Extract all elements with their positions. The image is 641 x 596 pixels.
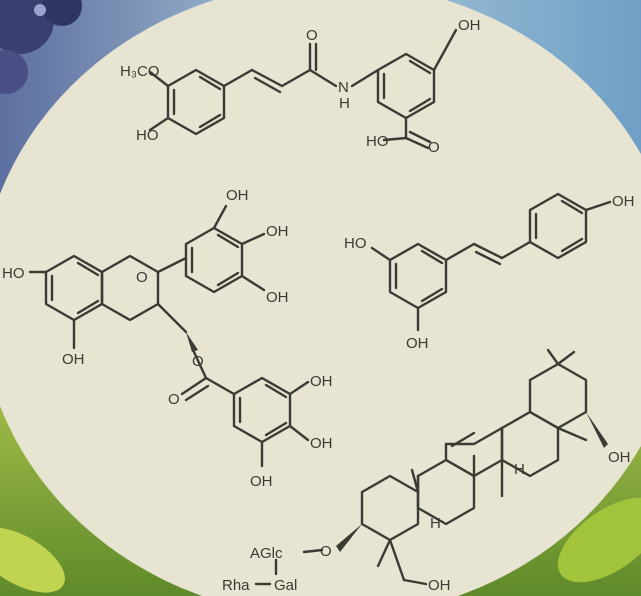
molecule-egcg: OH OH OH O HO OH O O OH OH OH — [2, 187, 333, 490]
sugar-label: AGlc — [250, 545, 283, 562]
hydroxy-label: OH — [62, 351, 85, 368]
hydroxy-label: OH — [266, 223, 289, 240]
hydroxy-label: HO — [136, 127, 159, 144]
stereo-hydrogen-label: H — [430, 515, 441, 532]
hydroxy-label: HO — [2, 265, 25, 282]
sugar-label: Gal — [274, 577, 297, 594]
acid-oxygen-label: O — [428, 139, 440, 156]
methoxy-label: H₃CO — [120, 63, 159, 80]
ring-oxygen-label: O — [136, 269, 148, 286]
hydroxy-label: OH — [428, 577, 451, 594]
hydroxy-label: OH — [458, 17, 481, 34]
sugar-label: Rha — [222, 577, 250, 594]
carbonyl-oxygen-label: O — [306, 27, 318, 44]
molecule-resveratrol: HO OH OH — [344, 192, 635, 352]
stereo-hydrogen-label: H — [514, 461, 525, 478]
hydroxy-label: OH — [226, 187, 249, 204]
hydroxy-label: OH — [250, 473, 273, 490]
leaf-accent — [0, 497, 641, 593]
hydroxy-label: OH — [266, 289, 289, 306]
hydroxy-label: OH — [310, 435, 333, 452]
ester-oxygen-label: O — [192, 353, 204, 370]
hydroxy-label: HO — [344, 235, 367, 252]
acid-hydroxy-label: HO — [366, 133, 389, 150]
hydroxy-label: OH — [406, 335, 429, 352]
hydroxy-label: OH — [608, 449, 631, 466]
amide-nitrogen-label: N — [338, 79, 349, 96]
hydroxy-label: OH — [612, 193, 635, 210]
glycosidic-oxygen-label: O — [320, 543, 332, 560]
hydroxy-label: OH — [310, 373, 333, 390]
molecule-saponin: OH H H AGlc O Rha Gal OH — [222, 348, 631, 594]
amide-hydrogen-label: H — [339, 95, 350, 112]
molecule-avenanthramide: H₃CO HO O N H OH HO O — [120, 17, 481, 156]
blueberry-cluster — [0, 0, 82, 94]
carbonyl-oxygen-label: O — [168, 391, 180, 408]
